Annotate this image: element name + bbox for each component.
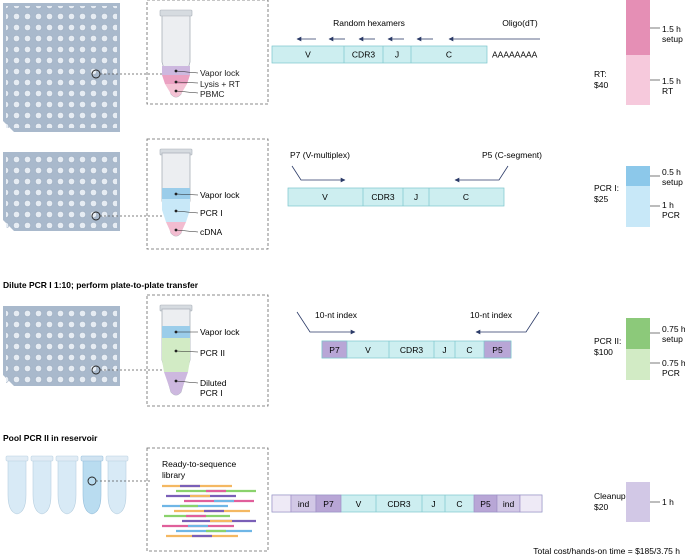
cost-value: $20 <box>594 502 608 512</box>
time-bar-setup <box>626 166 650 186</box>
tube-label-vapor-lock: Vapor lock <box>200 190 240 200</box>
reservoir-tubes <box>5 455 129 515</box>
segment-j: J <box>414 192 418 202</box>
primer-10nt-index-left: 10-nt index <box>315 310 358 320</box>
cost-label: PCR I: <box>594 183 619 193</box>
segment-c: C <box>456 499 462 509</box>
primer-oligo-dt: Oligo(dT) <box>502 18 538 28</box>
row2: Vapor lock PCR I cDNA V CDR3 J C P7 (V-m… <box>3 138 683 250</box>
tube-2 <box>159 148 193 237</box>
time-cleanup-hours: 1 h <box>662 497 674 507</box>
cost-value: $40 <box>594 80 608 90</box>
cost-label: RT: <box>594 69 607 79</box>
time-run-hours: 0.75 h <box>662 358 685 368</box>
time-run-label: RT <box>662 86 673 96</box>
row1: Vapor lock Lysis + RT PBMC V CDR3 J C AA… <box>3 0 683 132</box>
library-fragments <box>162 484 256 538</box>
tube-panel-3 <box>146 294 269 407</box>
plate-2 <box>3 152 120 231</box>
construct-2: V CDR3 J C <box>287 187 505 207</box>
tube-label-vapor-lock: Vapor lock <box>200 68 240 78</box>
total-cost-time: Total cost/hands-on time = $185/3.75 h <box>533 546 680 556</box>
time-setup-label: setup <box>662 34 683 44</box>
segment-j: J <box>395 50 399 60</box>
segment-cdr3: CDR3 <box>371 192 394 202</box>
segment-j: J <box>431 499 435 509</box>
row3-header: Dilute PCR I 1:10; perform plate-to-plat… <box>3 280 199 290</box>
library-panel <box>146 447 269 552</box>
row3: Dilute PCR I 1:10; perform plate-to-plat… <box>3 280 685 407</box>
time-setup-hours: 0.5 h <box>662 167 681 177</box>
time-bar-setup <box>626 318 650 349</box>
time-setup-hours: 1.5 h <box>662 24 681 34</box>
primer-random-hexamers: Random hexamers <box>333 18 405 28</box>
segment-c: C <box>463 192 469 202</box>
plate-3 <box>3 306 120 386</box>
segment-p5: P5 <box>480 499 491 509</box>
time-bar-setup <box>626 0 650 55</box>
row4-header: Pool PCR II in reservoir <box>3 433 98 443</box>
time-bar-pcr <box>626 349 650 380</box>
segment-v: V <box>305 50 311 60</box>
primer-10nt-index-right: 10-nt index <box>470 310 513 320</box>
time-setup-label: setup <box>662 177 683 187</box>
tube-label-pbmc: PBMC <box>200 89 225 99</box>
segment-v: V <box>356 499 362 509</box>
tube-label-vapor-lock: Vapor lock <box>200 327 240 337</box>
time-run-label: PCR <box>662 368 680 378</box>
plate-1 <box>3 3 120 132</box>
segment-c: C <box>466 345 472 355</box>
tube-label-diluted: Diluted <box>200 378 227 388</box>
segment-c: C <box>446 50 452 60</box>
construct-3: P7 V CDR3 J C P5 <box>321 340 512 359</box>
segment-p7: P7 <box>329 345 340 355</box>
tube-label-pcr2: PCR II <box>200 348 225 358</box>
construct-4: ind P7 V CDR3 J C P5 ind <box>271 494 543 513</box>
segment-ind-right: ind <box>503 499 515 509</box>
tube-label-pcr1: PCR I <box>200 388 223 398</box>
time-run-hours: 1.5 h <box>662 76 681 86</box>
time-setup-label: setup <box>662 334 683 344</box>
segment-v: V <box>322 192 328 202</box>
segment-p5: P5 <box>492 345 503 355</box>
segment-cdr3: CDR3 <box>400 345 423 355</box>
tube-1 <box>159 9 193 98</box>
primer-p5-c-segment: P5 (C-segment) <box>482 150 542 160</box>
construct-1: V CDR3 J C <box>271 45 488 64</box>
segment-ind-left: ind <box>298 499 310 509</box>
segment-cdr3: CDR3 <box>387 499 410 509</box>
primer-p7-v-multiplex: P7 (V-multiplex) <box>290 150 350 160</box>
time-bar-pcr <box>626 186 650 227</box>
cost-value: $100 <box>594 347 613 357</box>
segment-cdr3: CDR3 <box>352 50 375 60</box>
tube-label-cdna: cDNA <box>200 227 223 237</box>
library-label-line2: library <box>162 470 186 480</box>
tube-panel-2 <box>146 138 269 250</box>
time-run-label: PCR <box>662 210 680 220</box>
time-setup-hours: 0.75 h <box>662 324 685 334</box>
segment-p7: P7 <box>323 499 334 509</box>
time-bar-rt <box>626 55 650 105</box>
segment-j: J <box>442 345 446 355</box>
tube-panel-1 <box>146 0 269 105</box>
time-run-hours: 1 h <box>662 200 674 210</box>
cost-label: Cleanup: <box>594 491 628 501</box>
tube-label-pcr1: PCR I <box>200 208 223 218</box>
cost-label: PCR II: <box>594 336 621 346</box>
tube-label-lysis-rt: Lysis + RT <box>200 79 240 89</box>
library-label-line1: Ready-to-sequence <box>162 459 236 469</box>
segment-v: V <box>365 345 371 355</box>
time-bar-cleanup <box>626 482 650 522</box>
poly-a-tail: AAAAAAAA <box>492 50 538 60</box>
cost-value: $25 <box>594 194 608 204</box>
row4: Pool PCR II in reservoir Ready-to-sequen… <box>3 433 674 552</box>
